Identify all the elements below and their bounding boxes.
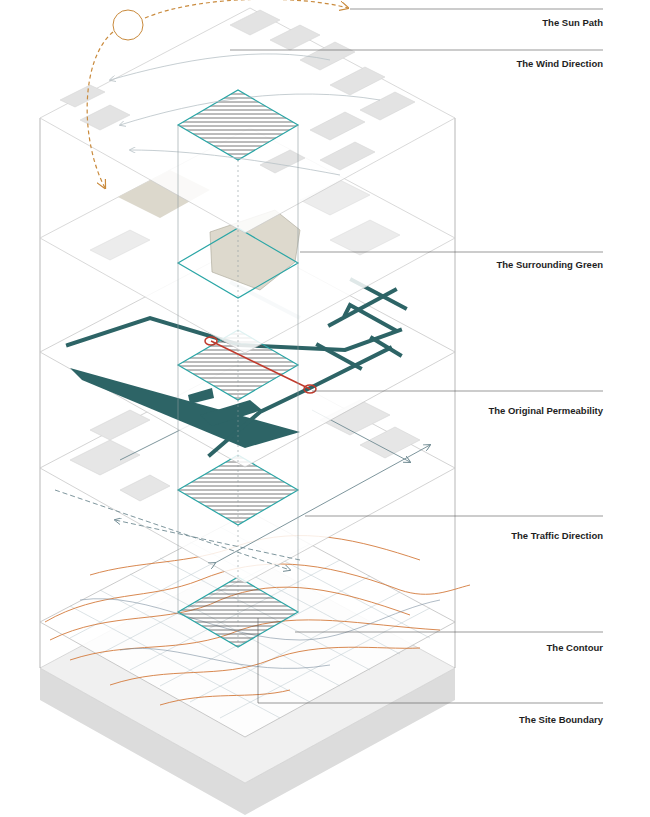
drawing-polygon <box>178 228 298 298</box>
drawing-line <box>238 160 239 647</box>
layer-label: The Surrounding Green <box>496 259 603 270</box>
drawing-path <box>160 558 370 670</box>
drawing-line <box>312 391 603 392</box>
drawing-path <box>345 305 395 330</box>
drawing-g <box>40 8 455 233</box>
drawing-circle <box>113 10 143 40</box>
layer-label: The Traffic Direction <box>511 530 603 541</box>
drawing-line <box>455 118 456 668</box>
drawing-line <box>305 516 603 517</box>
drawing-path <box>87 32 113 188</box>
drawing-line <box>350 9 603 10</box>
drawing-polygon <box>60 85 105 107</box>
drawing-line <box>300 252 603 253</box>
drawing-polygon <box>40 8 455 233</box>
drawing-g <box>178 125 298 647</box>
drawing-line <box>40 118 41 668</box>
drawing-line <box>115 520 300 560</box>
drawing-line <box>295 632 603 633</box>
drawing-path <box>160 576 370 686</box>
drawing-polygon <box>270 25 320 50</box>
drawing-polygon <box>188 388 214 404</box>
drawing-path <box>258 618 603 703</box>
drawing-line <box>230 50 603 51</box>
layer-label: The Wind Direction <box>517 58 603 69</box>
layer-label: The Contour <box>547 642 603 653</box>
drawing-g <box>205 337 316 393</box>
drawing-line <box>298 125 299 612</box>
drawing-polygon <box>90 410 150 440</box>
drawing-ellipse <box>304 385 316 393</box>
drawing-line <box>178 125 179 612</box>
drawing-path <box>318 345 360 368</box>
drawing-polygon <box>70 440 140 475</box>
layer-label: The Original Permeability <box>488 405 603 416</box>
drawing-polygon <box>200 400 262 426</box>
drawing-ellipse <box>205 337 217 345</box>
drawing-polygon <box>310 112 365 140</box>
drawing-g <box>110 54 380 175</box>
drawing-polygon <box>360 427 420 458</box>
drawing-path <box>110 54 330 80</box>
drawing-g <box>230 9 603 703</box>
drawing-polygon <box>90 230 150 260</box>
drawing-g <box>87 0 348 188</box>
drawing-path <box>372 338 400 355</box>
drawing-polygon <box>330 220 400 255</box>
drawing-polygon <box>120 475 170 501</box>
drawing-polygon <box>330 67 385 95</box>
drawing-path <box>145 0 348 18</box>
drawing-g <box>60 10 415 173</box>
layer-label: The Sun Path <box>542 17 603 28</box>
drawing-path <box>110 647 420 685</box>
drawing-path <box>130 150 340 175</box>
drawing-polygon <box>178 90 298 160</box>
drawing-path <box>120 648 330 668</box>
layer-label: The Site Boundary <box>519 714 603 725</box>
drawing-polygon <box>320 142 375 170</box>
drawing-polygon <box>230 10 280 35</box>
drawing-path <box>120 94 380 125</box>
drawing-polygon <box>360 92 415 120</box>
drawing-line <box>211 341 310 389</box>
